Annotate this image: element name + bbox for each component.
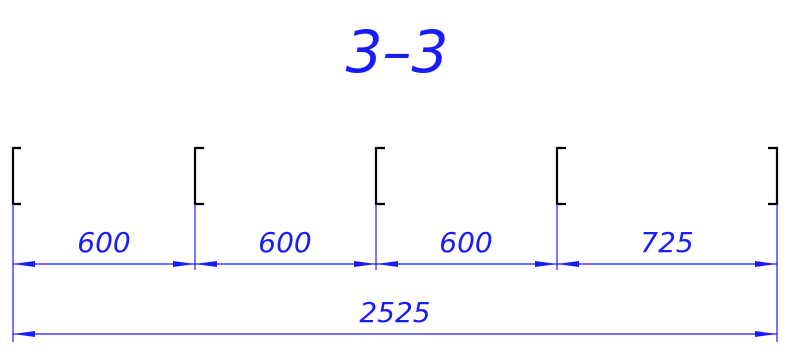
profiles (11, 146, 779, 206)
extension-lines (12, 204, 778, 342)
channel-profile-3 (374, 146, 385, 206)
dimension-label-1: 600 (77, 226, 130, 259)
dimension-label-4: 725 (640, 226, 693, 259)
channel-profile-5 (768, 146, 779, 206)
channel-profile-4 (555, 146, 566, 206)
channel-profile-2 (193, 146, 204, 206)
channel-profile-1 (11, 146, 21, 206)
total-dimension-label: 2525 (359, 296, 430, 329)
dimension-label-2: 600 (258, 226, 311, 259)
dimension-label-3: 600 (439, 226, 492, 259)
section-title: 3–3 (346, 18, 449, 86)
